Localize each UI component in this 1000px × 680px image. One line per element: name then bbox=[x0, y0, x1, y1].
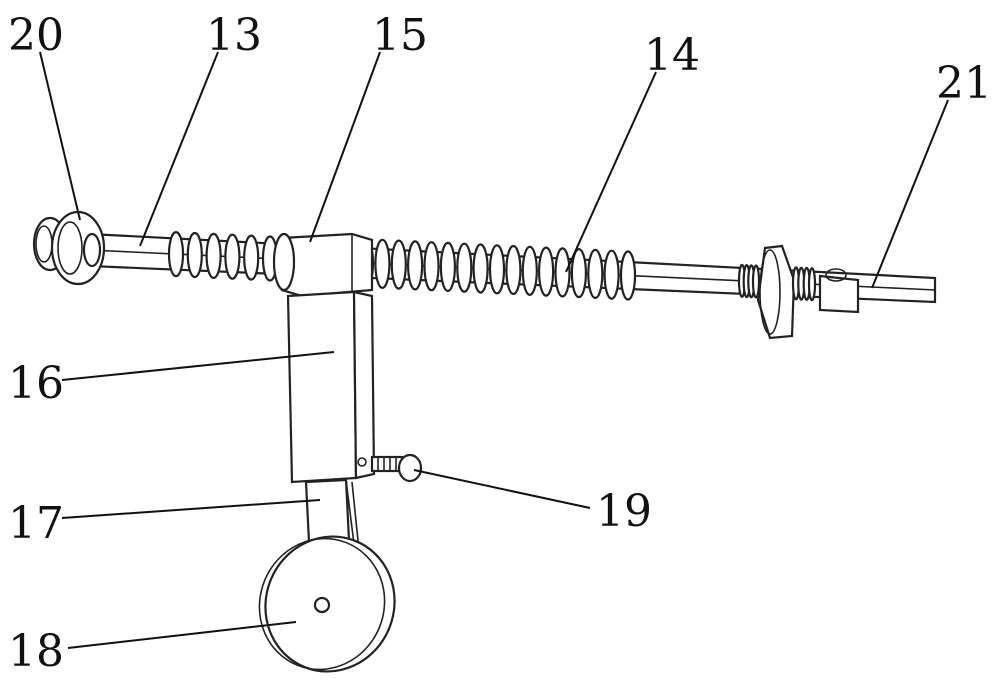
thread-coil bbox=[807, 267, 817, 302]
spring-coil bbox=[587, 248, 604, 299]
label-17: 17 bbox=[8, 498, 64, 549]
label-16: 16 bbox=[8, 358, 64, 409]
slider-block bbox=[272, 232, 374, 298]
spring-coil bbox=[439, 241, 456, 292]
label-13: 13 bbox=[206, 10, 262, 61]
end-knob bbox=[32, 210, 106, 286]
spring-coil bbox=[505, 244, 522, 296]
label-21: 21 bbox=[936, 58, 992, 109]
label-19: 19 bbox=[596, 486, 652, 537]
spring-coil bbox=[186, 231, 203, 279]
thread-segment-right bbox=[791, 266, 817, 302]
right-collar bbox=[818, 268, 860, 314]
spring-coil bbox=[423, 241, 440, 292]
label-18: 18 bbox=[8, 626, 64, 677]
leader-lines bbox=[39, 51, 949, 649]
spring-coil bbox=[243, 234, 260, 281]
spring-coil bbox=[167, 231, 185, 278]
spring-coil bbox=[521, 245, 538, 296]
spring-coil bbox=[374, 238, 391, 289]
left-spring bbox=[167, 231, 279, 282]
spring-coil bbox=[472, 243, 489, 294]
set-screw bbox=[370, 453, 423, 483]
spring-coil bbox=[619, 250, 637, 301]
spring-coil bbox=[488, 244, 506, 295]
vertical-arm bbox=[286, 290, 376, 484]
spring-coil bbox=[407, 240, 424, 291]
right-spring bbox=[357, 238, 637, 301]
label-20: 20 bbox=[8, 10, 64, 61]
wheel bbox=[258, 535, 396, 673]
spring-coil bbox=[537, 246, 555, 297]
spring-coil bbox=[603, 249, 620, 300]
spring-coil bbox=[224, 233, 241, 280]
label-15: 15 bbox=[372, 10, 428, 61]
thread-segment-left bbox=[737, 263, 761, 299]
spring-coil bbox=[570, 248, 588, 299]
flange-nut bbox=[756, 244, 796, 340]
thread-coil bbox=[751, 264, 761, 299]
spring-coil bbox=[390, 239, 407, 290]
label-14: 14 bbox=[644, 30, 700, 81]
spring-coil bbox=[554, 247, 571, 298]
spring-coil bbox=[456, 242, 473, 293]
spring-coil bbox=[205, 232, 222, 279]
